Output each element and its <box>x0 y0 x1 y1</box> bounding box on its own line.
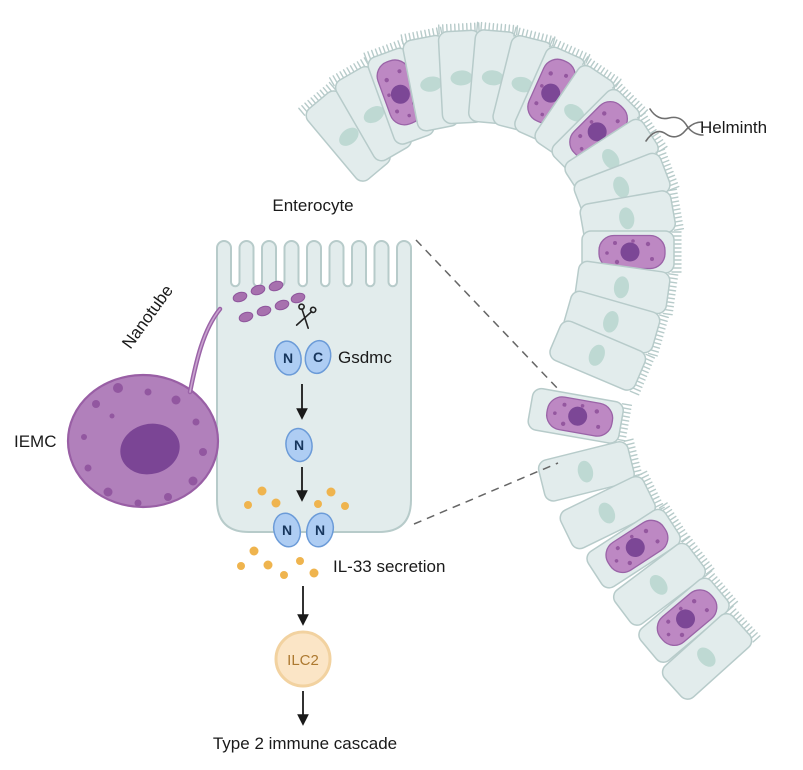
scissors-icon <box>295 303 317 330</box>
gsdmc-n-fragment <box>285 427 313 463</box>
nanotube-vesicles <box>232 280 306 323</box>
nanotube <box>187 306 223 395</box>
nanotube-label: Nanotube <box>118 281 177 352</box>
iemc-label: IEMC <box>14 432 57 451</box>
gsdmc-c-letter: C <box>313 349 323 365</box>
iemc-cell <box>66 373 220 509</box>
type2-cascade-label: Type 2 immune cascade <box>213 734 397 753</box>
gsdmc-c-domain <box>304 339 332 375</box>
n-fragment-letter: N <box>294 437 304 453</box>
nanotube-core <box>189 308 221 393</box>
pore-n-right-letter: N <box>315 522 325 538</box>
gsdmc-label: Gsdmc <box>338 348 392 367</box>
il33-dots-upper <box>244 486 349 510</box>
gsdmc-pore: N N <box>272 512 335 548</box>
gsdmc-n-domain <box>274 340 302 376</box>
il33-dots-secreted <box>237 546 319 579</box>
iemc-nucleus <box>120 423 180 475</box>
zoom-dashed-line-bottom <box>413 462 559 525</box>
pore-n-left-letter: N <box>282 522 292 538</box>
iemc-granules <box>81 383 207 507</box>
helminth-worm-icon <box>645 108 704 142</box>
gsdmc-n-letter: N <box>283 350 293 366</box>
zoom-dashed-line-top <box>415 239 561 392</box>
zoom-indicator-dashed-lines <box>413 239 561 525</box>
enterocyte-cell <box>216 240 412 533</box>
il33-secretion-label: IL-33 secretion <box>333 557 445 576</box>
ilc2-label: ILC2 <box>287 652 319 669</box>
pore-n-left <box>272 512 302 548</box>
gsdmc-protein: N C <box>274 339 332 376</box>
enterocyte-label: Enterocyte <box>272 196 353 215</box>
ilc2-cell <box>274 630 332 688</box>
helminth-label: Helminth <box>700 118 767 137</box>
pore-n-right <box>305 512 335 548</box>
tuft-cell <box>526 386 633 447</box>
